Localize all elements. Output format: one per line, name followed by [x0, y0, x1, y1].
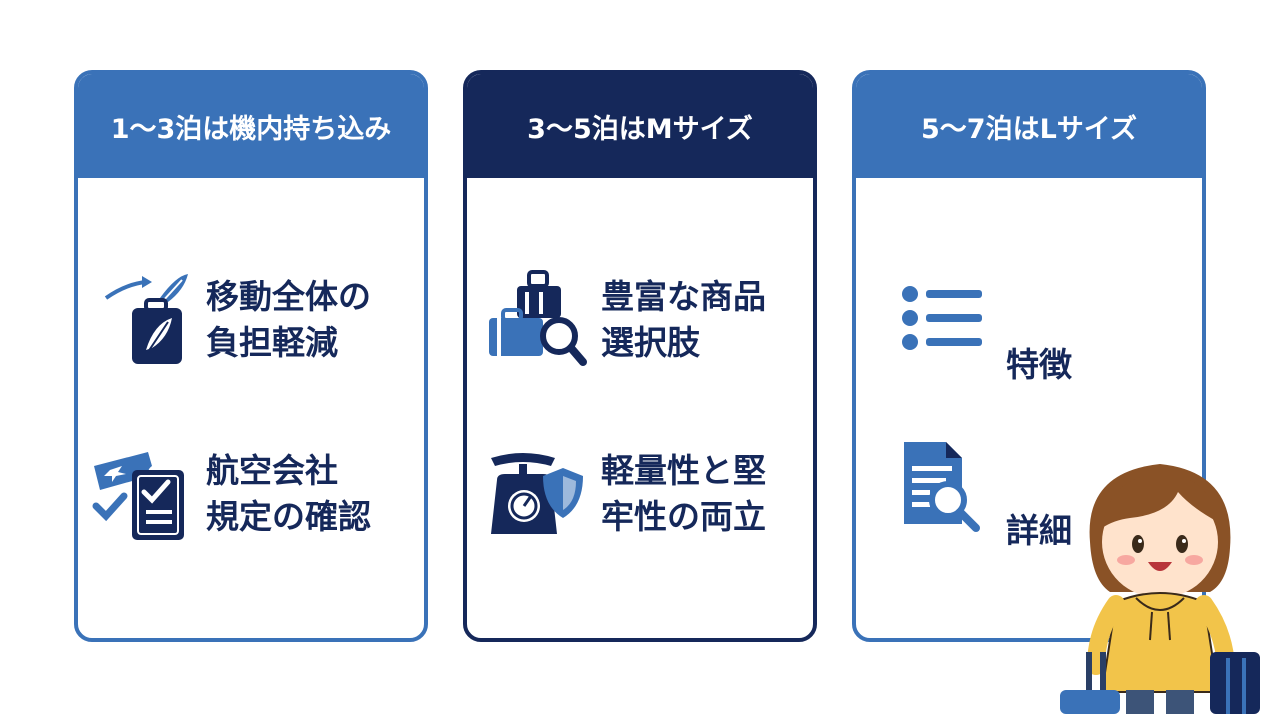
luggage-plane-feather-icon	[104, 274, 188, 364]
card-carry-on: 1〜3泊は機内持ち込み 移動全体の負担軽減 航	[74, 70, 428, 642]
card-title: 1〜3泊は機内持ち込み	[78, 74, 424, 178]
document-search-icon	[904, 442, 980, 532]
scale-shield-icon	[491, 453, 583, 534]
card-title: 5〜7泊はLサイズ	[856, 74, 1202, 178]
item-text: 特徴	[1006, 345, 1072, 384]
list-item: 移動全体の負担軽減	[78, 270, 424, 370]
item-text: 航空会社規定の確認	[206, 451, 371, 536]
list-item: 詳細	[856, 436, 1202, 550]
item-text: 軽量性と堅牢性の両立	[601, 451, 766, 536]
card-title: 3〜5泊はMサイズ	[467, 74, 813, 178]
list-item: 航空会社規定の確認	[78, 444, 424, 544]
ticket-checklist-icon	[92, 452, 184, 540]
card-l-size: 5〜7泊はLサイズ 特徴 詳細	[852, 70, 1206, 642]
item-text: 豊富な商品選択肢	[601, 277, 766, 362]
card-m-size: 3〜5泊はMサイズ 豊富な商品選択肢 軽量性と	[463, 70, 817, 642]
list-icon	[902, 286, 982, 350]
list-item: 豊富な商品選択肢	[467, 270, 813, 370]
list-item: 特徴	[856, 270, 1202, 384]
item-text: 移動全体の負担軽減	[206, 277, 371, 362]
suitcases-magnifier-icon	[489, 270, 587, 366]
traveler-character-illustration	[1060, 464, 1260, 714]
item-text: 詳細	[1006, 511, 1072, 550]
list-item: 軽量性と堅牢性の両立	[467, 444, 813, 544]
